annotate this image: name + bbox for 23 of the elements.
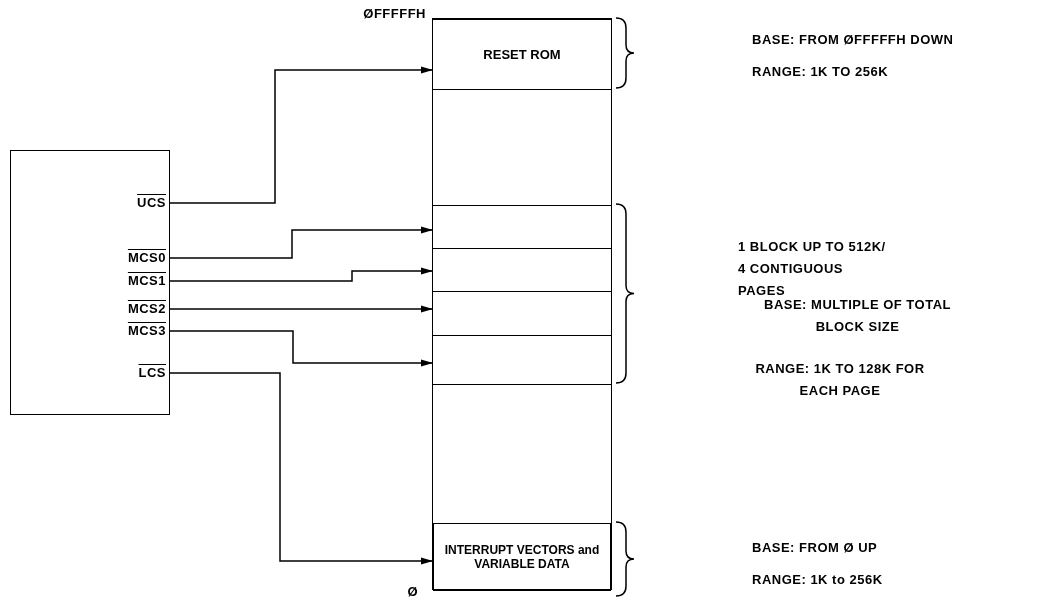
address-label: ØFFFFFH <box>363 6 426 22</box>
arrow <box>169 226 434 259</box>
annotation-text: BASE: FROM ØFFFFFH DOWN <box>752 32 954 48</box>
memory-map <box>432 18 612 590</box>
annotation-text: RANGE: 1K TO 128K FOR EACH PAGE <box>754 360 926 400</box>
pin-label: LCS <box>138 365 166 381</box>
annotation-text: BASE: FROM Ø UP <box>752 540 878 556</box>
memory-region: INTERRUPT VECTORS and VARIABLE DATA <box>433 523 611 591</box>
pin-label: UCS <box>137 195 166 211</box>
pin-label: MCS2 <box>127 301 166 317</box>
memory-region: RESET ROM <box>433 19 611 89</box>
arrow <box>169 305 434 313</box>
annotation-text: RANGE: 1K TO 256K <box>752 64 889 80</box>
pin-label: MCS3 <box>127 323 166 339</box>
annotation-text: RANGE: 1K to 256K <box>752 572 883 588</box>
pin-label: MCS0 <box>127 250 166 266</box>
processor-box <box>10 150 170 415</box>
arrow <box>169 267 434 282</box>
pin-label: MCS1 <box>127 273 166 289</box>
arrow <box>169 330 434 367</box>
arrow <box>169 66 434 204</box>
address-label: Ø <box>407 584 418 598</box>
arrow <box>169 372 434 565</box>
